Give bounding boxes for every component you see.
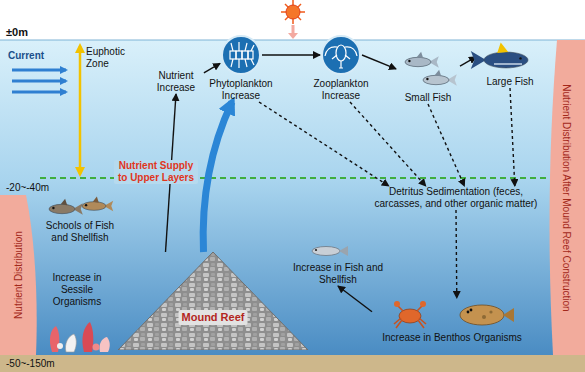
large-fish-node: Large Fish: [476, 40, 544, 88]
nutrient-band: Nutrient Distribution After Mound Reef C…: [547, 40, 585, 355]
depth-label: -20~-40m: [6, 182, 49, 194]
edge-label: Nutrient Supply to Upper Layers: [114, 160, 198, 184]
node-text: Nutrient Distribution After Mound Reef C…: [560, 84, 572, 311]
small-fish-node: Small Fish: [396, 50, 460, 104]
node-text: Increase in Fish and Shellfish: [290, 262, 386, 286]
node-text: Increase in Benthos Organisms: [372, 332, 532, 344]
node-text: Detritus Sedimentation (feces, carcasses…: [372, 186, 540, 210]
fish-shellfish-node: Increase in Fish and Shellfish: [290, 262, 386, 286]
sediment-arrow: [510, 88, 515, 186]
detritus-node: Detritus Sedimentation (feces, carcasses…: [372, 186, 540, 210]
nutrient-label: Nutrient Increase: [145, 70, 207, 94]
sessile-organisms: [50, 322, 110, 352]
seabed: [0, 355, 585, 372]
node-text: Small Fish: [396, 92, 460, 104]
reef-shape: [118, 252, 308, 350]
nutrient-band: Nutrient Distribution: [0, 195, 38, 355]
node-text: Schools of Fish and Shellfish: [44, 220, 116, 244]
node-text: Phytoplankton Increase: [196, 78, 286, 102]
node-text: Nutrient Distribution: [13, 231, 25, 319]
node-text: Zooplankton Increase: [296, 78, 386, 102]
zone-label: Current: [8, 50, 44, 62]
mound-reef: Mound Reef: [118, 252, 308, 350]
current-arrows: [12, 70, 66, 92]
depth-label: ±0m: [6, 26, 28, 39]
sediment-arrow: [259, 102, 389, 186]
flow-arrow: [338, 286, 372, 312]
sky: [0, 0, 585, 40]
flow-arrow: [262, 54, 320, 55]
fish-figure: [312, 246, 348, 256]
large-icon: [476, 40, 544, 76]
flow-arrow: [362, 55, 396, 69]
plankton-icon: [220, 34, 262, 76]
sediment-arrow: [350, 102, 426, 186]
plankton-icon: [320, 34, 362, 76]
nutrient-flow-arrow: [203, 102, 232, 252]
node-text: Increase in Sessile Organisms: [40, 272, 114, 308]
euphotic-arrow: [79, 46, 82, 174]
sediment-arrow: [428, 104, 464, 186]
sun: [281, 0, 305, 39]
depth-label: -50~-150m: [6, 358, 55, 370]
sessile-node: Increase in Sessile Organisms: [40, 272, 114, 308]
small-icon: [396, 50, 460, 92]
school-icon: [44, 196, 116, 220]
sediment-arrow: [455, 210, 457, 298]
water: [0, 40, 585, 355]
phytoplankton-node: Phytoplankton Increase: [196, 34, 286, 102]
flow-arrow: [204, 63, 220, 72]
node-text: Large Fish: [476, 76, 544, 88]
zone-label: Euphotic Zone: [86, 46, 140, 70]
benthos-node: Increase in Benthos Organisms: [372, 298, 532, 344]
node-text: Nutrient Increase: [145, 70, 207, 94]
zooplankton-node: Zooplankton Increase: [296, 34, 386, 102]
sea-surface: [0, 40, 585, 41]
benthos-icon: [372, 298, 532, 332]
fish-school-node: Schools of Fish and Shellfish: [44, 196, 116, 244]
node-text: Mound Reef: [179, 310, 248, 325]
